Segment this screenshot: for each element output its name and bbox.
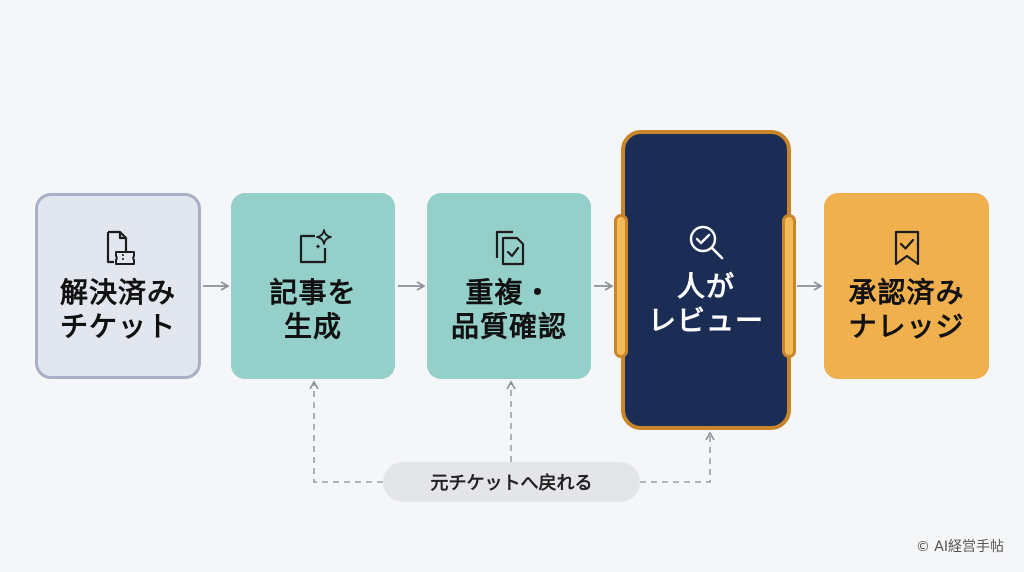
return-line-left xyxy=(309,380,383,483)
copyright-notice: © AI経営手帖 xyxy=(915,539,1004,555)
return-to-ticket-pill: 元チケットへ戻れる xyxy=(383,462,640,502)
step-label: 解決済み チケット xyxy=(59,276,176,343)
step-label: 承認済み ナレッジ xyxy=(848,276,965,343)
review-handle-left xyxy=(614,214,628,358)
return-label: 元チケットへ戻れる xyxy=(430,473,593,494)
document-ticket-icon xyxy=(106,230,135,265)
step-resolved-ticket: 解決済み チケット xyxy=(35,193,201,379)
step-generate-article: 記事を 生成 xyxy=(231,193,395,379)
review-handle-right xyxy=(782,214,796,358)
step-duplicate-quality-check: 重複・ 品質確認 xyxy=(427,193,591,379)
bookmark-check-icon xyxy=(894,230,919,266)
sparkle-frame-icon xyxy=(299,229,332,264)
step-human-review: 人が レビュー xyxy=(621,130,791,430)
return-line-right xyxy=(640,431,715,483)
step-approved-knowledge: 承認済み ナレッジ xyxy=(824,193,989,379)
step-label: 人が レビュー xyxy=(647,270,764,337)
step-label: 重複・ 品質確認 xyxy=(450,276,567,343)
copy-check-icon xyxy=(495,230,525,266)
magnifier-check-icon xyxy=(689,225,724,260)
step-label: 記事を 生成 xyxy=(269,276,357,343)
